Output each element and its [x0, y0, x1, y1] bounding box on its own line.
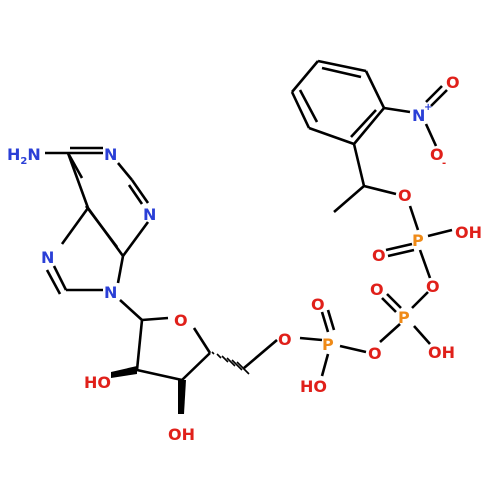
bond-n3-c4 — [121, 221, 150, 257]
bond-c4p-c3p — [181, 352, 211, 381]
atom-n7: N — [41, 248, 54, 267]
bond-c2-n3-dbl — [127, 184, 144, 205]
atom-o5p: O — [278, 330, 292, 349]
bond-ar-2 — [290, 91, 311, 129]
atom-p-gamma-oh: OH — [455, 223, 482, 242]
atom-o-nitro-top: O — [446, 73, 460, 92]
bond-pa-o — [320, 311, 330, 333]
hash-c4p-c5p — [211, 351, 250, 375]
atom-o-ester: O — [398, 186, 412, 205]
bond-pg-o-dbl — [387, 248, 415, 258]
atom-n9: N — [104, 283, 117, 302]
bond-c2p-c1p — [135, 319, 144, 371]
wedge-c2p-oh — [111, 366, 137, 378]
bond-oester-ch — [363, 184, 397, 196]
bond-ch-ch3 — [333, 185, 365, 213]
bond-pb-ob2 — [411, 291, 429, 309]
atom-n-nitro-charge: + — [424, 102, 432, 113]
bond-n1-c2 — [116, 162, 134, 181]
atom-oh3: OH — [168, 425, 195, 444]
bond-n9-c4 — [116, 255, 125, 284]
bond-pa-o-dbl — [326, 309, 336, 331]
bond-c1p-o4p — [141, 316, 169, 322]
bond-ob2-pg — [418, 249, 432, 279]
atom-o-bridge2: O — [426, 277, 440, 296]
bond-ar-5 — [364, 70, 386, 109]
bond-ob1-pb — [379, 323, 401, 343]
bond-ar-4-dbl — [321, 66, 362, 79]
atom-p-beta-oh: OH — [428, 343, 455, 362]
atom-p-alpha: P — [322, 335, 334, 354]
bond-pa-oh — [320, 353, 330, 377]
bond-o5p-pa — [299, 336, 323, 342]
bond-n7-c8-dbl — [45, 269, 62, 295]
bond-pg-oester — [408, 205, 420, 231]
bond-c3p-c2p — [136, 368, 183, 382]
bond-c4-c5-dbl — [84, 205, 119, 248]
bond-ar-6 — [353, 107, 385, 145]
bond-pg-oh — [427, 228, 453, 238]
atom-n-nitro: N — [412, 106, 425, 125]
atom-labels: H2N N N N N O HO OH O P O HO O P O OH O … — [7, 73, 482, 444]
bond-pb-o-dbl — [386, 293, 402, 309]
atom-nh2: H2N — [7, 145, 41, 167]
bond-ar-3 — [291, 60, 319, 93]
bond-c2-n3 — [130, 179, 150, 204]
bond-pb-o — [381, 297, 397, 313]
bond-c5-c6 — [66, 152, 90, 209]
bond-o4p-c4p — [192, 327, 212, 354]
bond-pa-ob1 — [339, 344, 367, 354]
atom-n1: N — [104, 145, 117, 164]
atom-p-beta-o: O — [370, 280, 384, 299]
bond-n-o-top — [425, 85, 443, 103]
atom-o-nitro-charge: - — [442, 158, 446, 169]
atom-o-bridge1: O — [368, 344, 382, 363]
wedge-c3p-oh — [178, 380, 186, 414]
atom-o-ring: O — [174, 311, 188, 330]
bond-ch-c1 — [352, 143, 366, 187]
atom-p-gamma-o: O — [372, 246, 386, 265]
atom-p-alpha-oh: HO — [300, 377, 327, 396]
atom-p-beta: P — [398, 308, 410, 327]
atom-p-alpha-o: O — [311, 295, 325, 314]
atom-o-nitro-bot: O — [430, 145, 444, 164]
bond-ar-2-dbl — [298, 89, 319, 123]
bond-pb-oh — [413, 325, 431, 345]
atom-ho2: HO — [84, 373, 111, 392]
bond-c5-n7 — [60, 207, 90, 245]
bond-n7-c8 — [52, 265, 68, 291]
bond-ar-4 — [317, 59, 367, 73]
bond-n-o-bot — [424, 123, 438, 147]
bond-c5p-o5p — [243, 339, 278, 369]
bonds — [45, 59, 453, 414]
bond-pg-o — [385, 242, 413, 252]
bond-ar-6-dbl — [350, 109, 377, 138]
atom-n3: N — [143, 205, 156, 224]
bond-ar-nitro — [383, 106, 411, 114]
atom-p-gamma: P — [412, 231, 424, 250]
bond-n9-c1p — [119, 299, 143, 321]
bond-ar-1 — [308, 126, 355, 146]
bond-n-o-top-dbl — [430, 89, 448, 107]
